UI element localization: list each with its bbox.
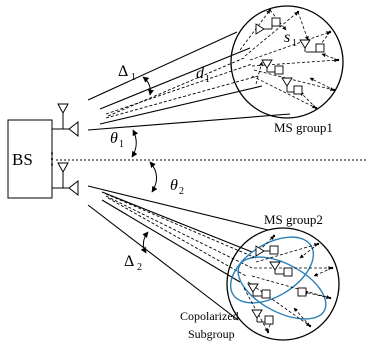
delta1-arc: [142, 76, 154, 96]
scatterers-group2: [266, 234, 334, 334]
beam-group2: [87, 185, 269, 321]
base-station-box: [7, 119, 53, 199]
ms-terminals-group1: [255, 17, 325, 95]
delta2-arc: [140, 231, 149, 254]
theta2-symbol: θ: [170, 177, 178, 194]
base-station: BS ⋮: [7, 119, 60, 199]
theta1-symbol: θ: [110, 130, 118, 147]
base-station-label: BS: [12, 150, 33, 169]
d1-subscript: 1: [205, 74, 210, 85]
bs-antenna-top: [52, 103, 79, 138]
scattering-paths-group1: [239, 9, 339, 109]
delta2-subscript: 2: [137, 262, 142, 273]
delta1-subscript: 1: [131, 72, 136, 83]
copolarized-subgroup-ellipse-2: [237, 256, 327, 320]
ms-group1-label: MS group1: [274, 120, 333, 135]
copolarized-label-line1: Copolarized: [180, 309, 239, 323]
s1-subscript: 1: [292, 38, 297, 49]
delta2-symbol: Δ: [124, 253, 134, 270]
ms-group2-label: MS group2: [264, 212, 323, 227]
ms-group1-circle: [230, 5, 344, 119]
copolarized-subgroup-ellipse-1: [229, 236, 315, 304]
copolarized-label-line2: Subgroup: [188, 327, 235, 341]
s1-symbol: s: [284, 29, 290, 46]
scatterers-group1: [268, 8, 340, 110]
delta1-symbol: Δ: [118, 63, 128, 80]
bs-antenna-bottom: [52, 162, 79, 197]
d1-symbol: d: [196, 65, 205, 82]
antenna-ellipsis: ⋮: [44, 151, 60, 168]
theta1-subscript: 1: [119, 139, 124, 150]
ms-group2-circle: [226, 227, 340, 341]
ms-terminals-group2: [247, 245, 307, 325]
theta2-subscript: 2: [179, 186, 184, 197]
theta2-arc: [149, 161, 158, 193]
theta1-arc: [131, 129, 139, 158]
beam-group1: [87, 31, 291, 131]
